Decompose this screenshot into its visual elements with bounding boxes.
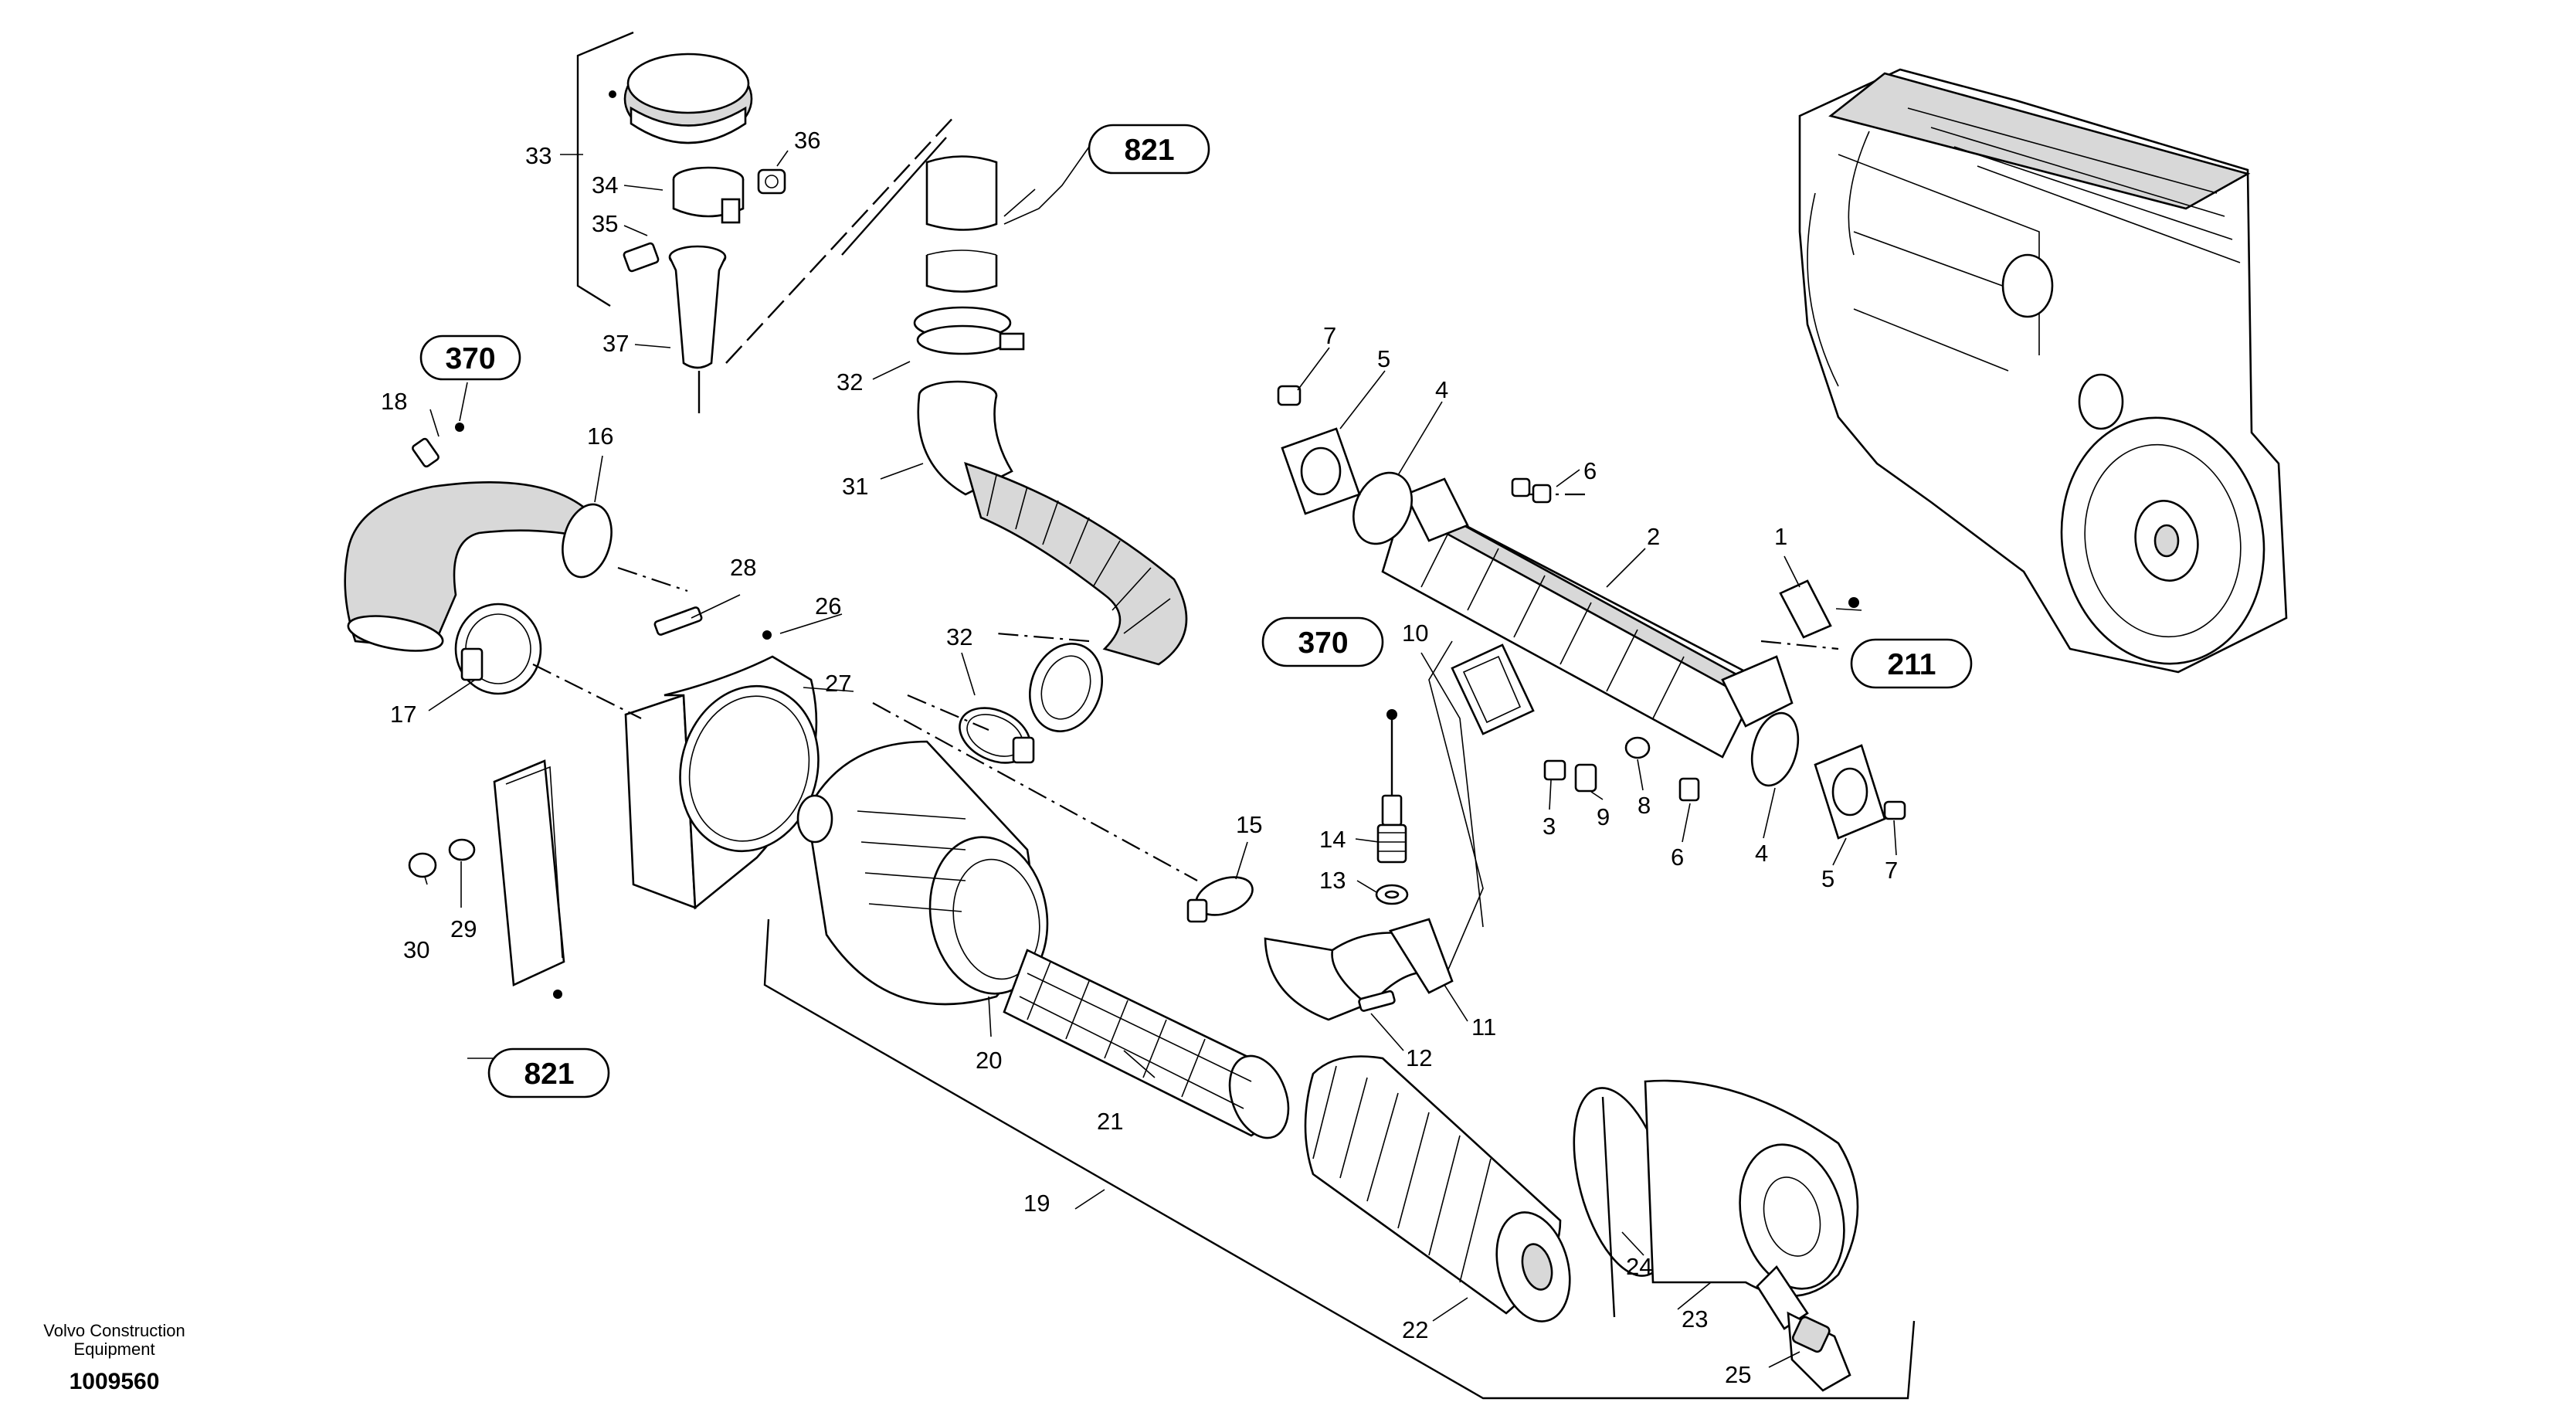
sensor-14 — [1375, 709, 1409, 905]
label-4-upper: 4 — [1435, 376, 1448, 403]
label-34: 34 — [592, 171, 618, 199]
bolts-6-upper — [1511, 477, 1552, 504]
label-26: 26 — [815, 592, 841, 620]
label-3: 3 — [1543, 813, 1556, 840]
gasket-4-lower — [1750, 711, 1800, 787]
label-18: 18 — [381, 388, 407, 415]
ref-callout-821-top: 821 — [1088, 124, 1210, 175]
label-5-upper: 5 — [1377, 345, 1390, 372]
hose-clamp-32-lower — [959, 707, 1035, 764]
label-14: 14 — [1319, 826, 1346, 853]
label-12: 12 — [1406, 1044, 1432, 1071]
label-20: 20 — [976, 1047, 1002, 1074]
label-6-lower: 6 — [1671, 844, 1684, 871]
label-32-lower: 32 — [946, 623, 972, 650]
label-28: 28 — [730, 554, 756, 581]
ref-callout-211: 211 — [1850, 638, 1973, 689]
label-24: 24 — [1626, 1253, 1652, 1280]
label-9: 9 — [1597, 803, 1610, 830]
svg-text:821: 821 — [1124, 134, 1174, 167]
label-23: 23 — [1682, 1305, 1708, 1333]
ref-callout-370-left: 370 — [419, 334, 521, 381]
nut-7-upper — [1277, 385, 1302, 406]
safety-element-21 — [1003, 949, 1290, 1139]
company-name-line2: Equipment — [73, 1339, 154, 1359]
svg-text:211: 211 — [1888, 648, 1936, 681]
filter-cover-23 — [1573, 1079, 1859, 1330]
hose-16 — [344, 423, 613, 695]
intake-manifold-2 — [1381, 477, 1794, 759]
svg-text:821: 821 — [524, 1058, 574, 1091]
drawing-number: 1009560 — [70, 1369, 160, 1394]
engine-block — [1798, 68, 2288, 674]
svg-text:370: 370 — [1298, 626, 1348, 660]
label-8: 8 — [1638, 792, 1651, 819]
label-19: 19 — [1023, 1190, 1050, 1217]
label-7-lower: 7 — [1885, 857, 1898, 884]
gasket-1 — [1779, 579, 1832, 639]
company-name-line1: Volvo Construction — [43, 1321, 185, 1340]
label-13: 13 — [1319, 867, 1346, 894]
ref-callout-370-mid: 370 — [1261, 616, 1384, 667]
label-4-lower: 4 — [1755, 840, 1768, 867]
label-27: 27 — [825, 670, 851, 697]
flange-5-upper — [1281, 427, 1361, 515]
label-5-lower: 5 — [1821, 865, 1834, 892]
label-16: 16 — [587, 423, 613, 450]
label-7-upper: 7 — [1323, 322, 1336, 349]
label-17: 17 — [390, 701, 416, 728]
air-filter-housing-20 — [796, 740, 1049, 1006]
filter-bracket-26-27 — [408, 606, 820, 999]
fittings-3-9-8-6 — [1543, 736, 1700, 802]
leader-lines — [424, 146, 1897, 1368]
label-22: 22 — [1402, 1316, 1428, 1343]
part-labels: 33 34 35 36 37 18 16 17 28 26 27 30 29 3… — [381, 127, 1898, 1388]
label-33: 33 — [525, 142, 552, 169]
elbow-hose-15-assembly — [1186, 876, 1454, 1021]
label-32-upper: 32 — [837, 368, 863, 396]
intake-hose-31 — [913, 155, 1188, 732]
label-1: 1 — [1774, 523, 1787, 550]
label-36: 36 — [794, 127, 820, 154]
label-10: 10 — [1402, 620, 1428, 647]
label-37: 37 — [602, 330, 629, 357]
dust-valve-25 — [1787, 1311, 1851, 1392]
gasket-10 — [1451, 643, 1535, 735]
label-15: 15 — [1236, 811, 1262, 838]
label-35: 35 — [592, 210, 618, 237]
filter-element-22 — [1304, 1055, 1571, 1322]
nut-7-lower — [1883, 800, 1906, 820]
label-11: 11 — [1471, 1013, 1496, 1041]
label-25: 25 — [1725, 1361, 1751, 1388]
svg-text:370: 370 — [445, 342, 495, 375]
label-21: 21 — [1097, 1108, 1123, 1135]
label-30: 30 — [403, 936, 429, 963]
label-6-upper: 6 — [1583, 457, 1597, 484]
flange-5-lower — [1814, 744, 1886, 840]
ref-callout-821-bottom: 821 — [487, 1047, 610, 1098]
footer-block: Volvo Construction Equipment 1009560 — [43, 1321, 185, 1394]
label-29: 29 — [450, 915, 477, 942]
label-2: 2 — [1647, 523, 1660, 550]
label-31: 31 — [842, 473, 868, 500]
precleaner-assembly — [576, 31, 786, 413]
